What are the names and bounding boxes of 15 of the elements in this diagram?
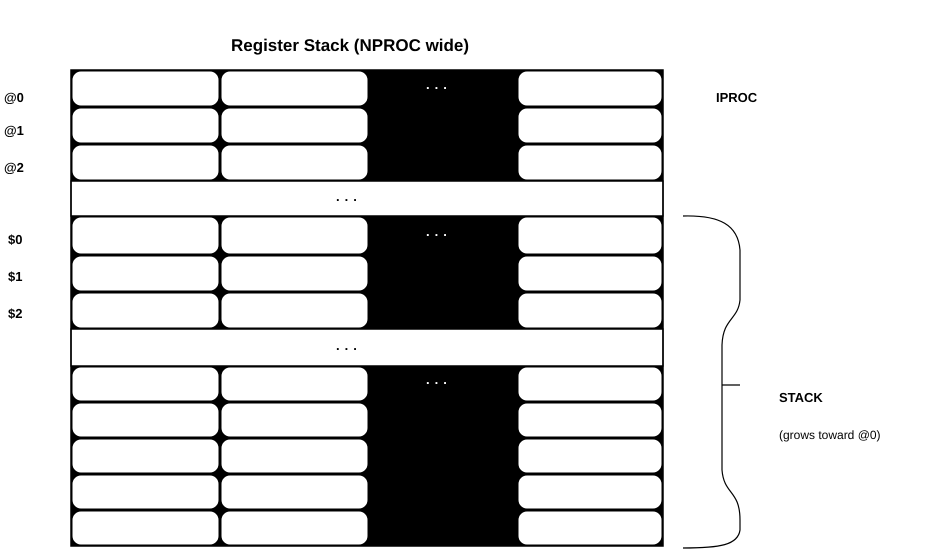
ellipsis-label: ... xyxy=(426,78,452,91)
ellipsis-label: ... xyxy=(336,190,362,203)
note-text: (grows toward @0) xyxy=(779,429,881,441)
register-label: IPROC xyxy=(716,91,758,104)
register-label: STACK xyxy=(779,391,823,404)
ellipsis-label: ... xyxy=(336,339,362,352)
register-label: $2 xyxy=(8,307,22,320)
register-label: @1 xyxy=(4,124,24,137)
register-label: $0 xyxy=(8,233,22,246)
register-label: @0 xyxy=(4,91,24,104)
register-label: @2 xyxy=(4,161,24,174)
register-label: $1 xyxy=(8,270,22,283)
diagram-title: Register Stack (NPROC wide) xyxy=(230,36,470,56)
ellipsis-label: ... xyxy=(426,225,452,238)
ellipsis-label: ... xyxy=(426,373,452,386)
